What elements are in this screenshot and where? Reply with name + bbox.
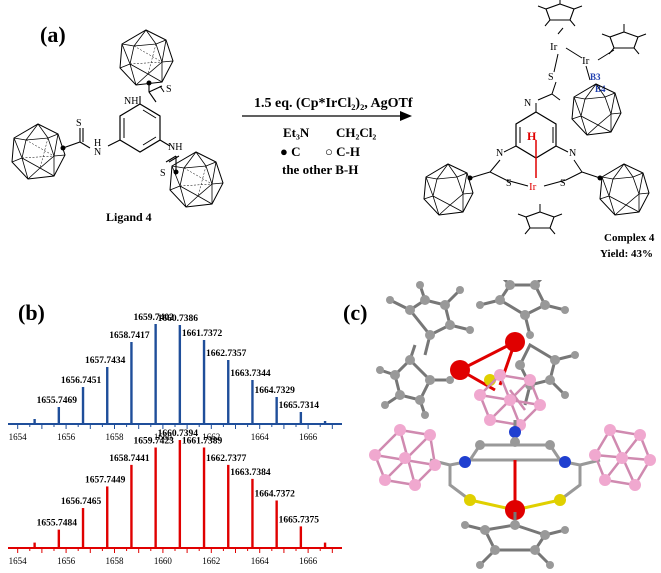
nitrogen-atom-left	[459, 456, 471, 468]
legend-carbon-text: C	[291, 144, 301, 159]
atom-ir-2: Ir	[582, 55, 590, 67]
atom-nh-top: NH	[124, 96, 138, 107]
atom-s-complex-top: S	[548, 72, 554, 83]
atom-nh-right: NH	[168, 142, 182, 153]
top-peak-label: 1663.7344	[230, 369, 271, 379]
bottom-tick-label: 1656	[57, 556, 76, 566]
sulfur-atom-right	[554, 494, 566, 506]
bottom-cp-ring	[464, 512, 566, 567]
bottom-peak-label: 1657.7449	[85, 475, 126, 485]
bottom-tick-label: 1662	[202, 556, 220, 566]
reaction-solvent: CH₂Cl₂	[336, 125, 377, 140]
bottom-peak-label: 1665.7375	[279, 515, 320, 525]
legend-ch: ○ C-H	[325, 144, 360, 160]
filled-dot-icon: ●	[280, 144, 288, 159]
atom-s-complex-left: S	[506, 178, 512, 189]
panel-c-label: (c)	[343, 300, 368, 325]
atom-ir-1: Ir	[550, 41, 558, 53]
sulfur-atom-left	[464, 494, 476, 506]
top-tick-label: 1664	[251, 432, 270, 442]
atom-hn-left: H	[94, 138, 101, 149]
atom-n-complex-top: N	[524, 98, 531, 109]
iridium-atom-1	[450, 360, 470, 380]
top-tick-label: 1660	[154, 432, 173, 442]
bottom-peak-label: 1656.7465	[61, 497, 102, 507]
top-carbon-atoms	[376, 280, 579, 419]
atom-s-left: S	[76, 118, 82, 129]
iridium-atom-3	[505, 500, 525, 520]
bottom-peak-label: 1655.7484	[37, 519, 78, 529]
atom-h-agostic: H	[527, 129, 537, 143]
reaction-reagents: 1.5 eq. (Cp*IrCl₂)₂, AgOTf	[254, 96, 413, 111]
legend-carbon: ● C	[280, 144, 301, 160]
bottom-tick-label: 1660	[154, 556, 173, 566]
legend-ch-text: C-H	[336, 144, 360, 159]
complex-structure: Ir Ir S B3 B4 N H Ir N N S S	[423, 0, 650, 235]
bottom-peak-label: 1664.7372	[254, 489, 295, 499]
bottom-peak-label: 1663.7384	[230, 468, 271, 478]
top-peak-label: 1659.7402	[133, 313, 174, 323]
bottom-tick-label: 1658	[105, 556, 124, 566]
atom-b4: B4	[595, 84, 606, 94]
atom-s-complex-right: S	[560, 178, 566, 189]
bottom-tick-label: 1654	[9, 556, 28, 566]
top-tick-label: 1654	[9, 432, 28, 442]
top-tick-label: 1656	[57, 432, 76, 442]
nitrogen-atom-right	[559, 456, 571, 468]
atom-ir-3: Ir	[529, 181, 537, 193]
top-peak-label: 1658.7417	[109, 331, 150, 341]
panel-a-label: (a)	[40, 22, 66, 47]
atom-n-complex-right: N	[569, 148, 576, 159]
nitrogen-atom-top	[509, 426, 521, 438]
mass-spectrum-chart: 1654 1656 1658 1660 1662 1664 1666 1655.7469 165…	[8, 313, 342, 566]
iridium-atom-2	[505, 332, 525, 352]
top-peak-label: 1664.7329	[254, 386, 295, 396]
legend-bh: the other B-H	[282, 162, 359, 177]
top-tick-label: 1662	[202, 432, 220, 442]
atom-s-right: S	[160, 168, 166, 179]
top-peak-label: 1656.7451	[61, 376, 102, 386]
top-peak-label: 1662.7357	[206, 349, 247, 359]
yield-label: Yield: 43%	[600, 248, 654, 260]
bottom-peak-label: 1658.7441	[109, 454, 150, 464]
open-dot-icon: ○	[325, 144, 333, 159]
atom-s-top: S	[166, 84, 172, 95]
bottom-peak-label: 1662.7377	[206, 454, 247, 464]
atom-n-complex-left: N	[496, 148, 503, 159]
ligand-structure: NH S S H N NH S	[11, 29, 224, 208]
atom-n-left: N	[94, 147, 101, 158]
atom-b3: B3	[590, 72, 601, 82]
crystal-structure	[369, 280, 656, 569]
bottom-peak-label: 1661.7389	[182, 437, 223, 447]
panel-b-label: (b)	[18, 300, 45, 325]
top-tick-label: 1666	[299, 432, 318, 442]
bottom-peak-label: 1660.7394	[158, 429, 199, 439]
complex-label: Complex 4	[604, 232, 655, 244]
top-peak-label: 1660.7386	[158, 314, 199, 324]
reaction-base: Et₃N	[283, 125, 310, 140]
top-tick-label: 1658	[105, 432, 124, 442]
top-peak-label: 1665.7314	[279, 401, 320, 411]
bottom-tick-label: 1664	[251, 556, 270, 566]
top-peak-label: 1655.7469	[37, 396, 78, 406]
ligand-label: Ligand 4	[106, 210, 152, 224]
bottom-tick-label: 1666	[299, 556, 318, 566]
bottom-peak-label: 1659.7423	[133, 437, 174, 447]
top-peak-label: 1657.7434	[85, 356, 126, 366]
reaction-arrow	[242, 111, 412, 121]
top-peak-label: 1661.7372	[182, 329, 223, 339]
